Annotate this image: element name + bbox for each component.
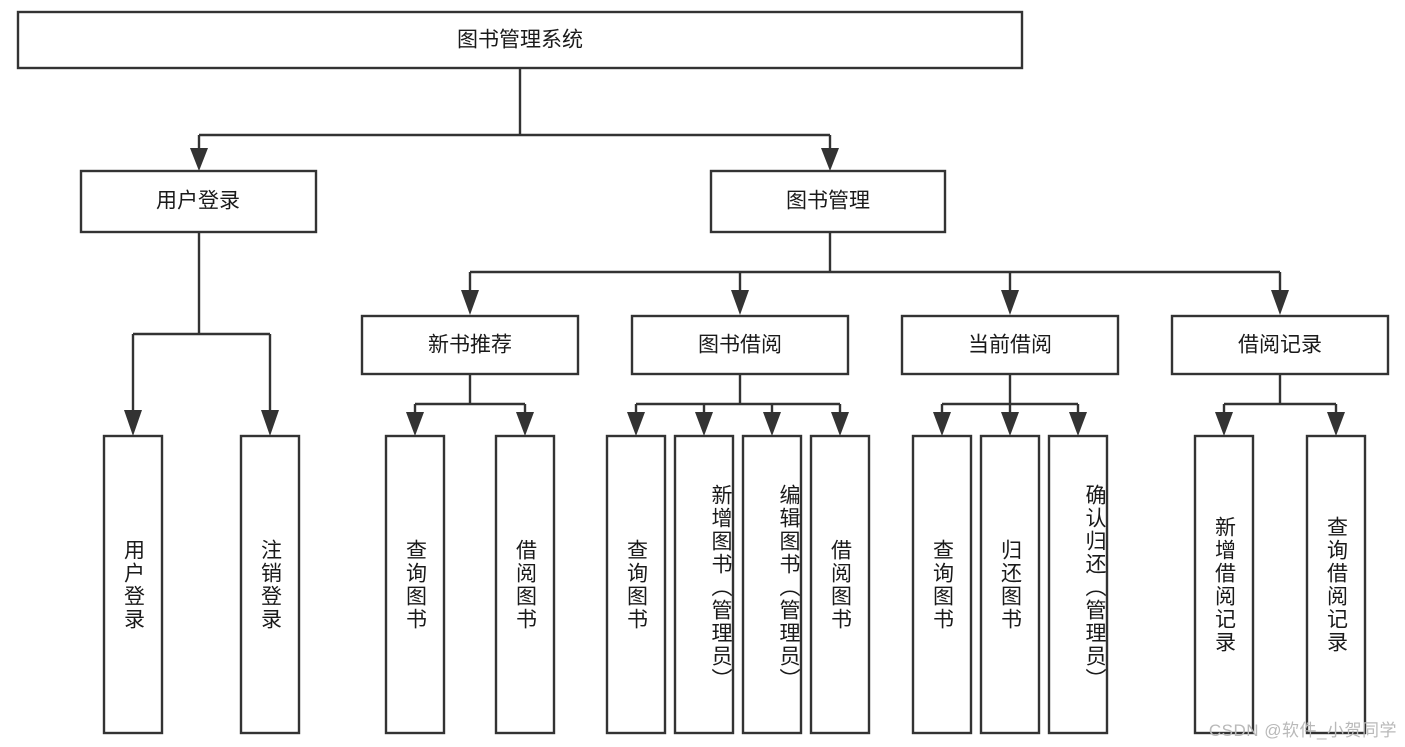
arrow-head-leaf-query-book-rec xyxy=(406,412,424,436)
arrow-head-leaf-add-record xyxy=(1215,412,1233,436)
arrow-head-leaf-borrow-book xyxy=(831,412,849,436)
node-book-borrow[interactable] xyxy=(630,314,850,376)
watermark: CSDN @软件_小贺同学 xyxy=(1208,721,1397,740)
node-current-borrow-label: 当前借阅 xyxy=(968,334,1052,357)
arrow-head-leaf-query-record xyxy=(1327,412,1345,436)
arrow-head-leaf-confirm-return xyxy=(1069,412,1087,436)
arrow-head-user-login xyxy=(190,148,208,171)
arrow-head-leaf-user-login xyxy=(124,410,142,436)
arrow-head-book-borrow xyxy=(731,290,749,315)
node-layer: 图书管理系统 用户登录 图书管理 新书推荐 图书借阅 当前借阅 借阅记录 xyxy=(16,10,1390,735)
arrow-head-leaf-borrow-book-rec xyxy=(516,412,534,436)
node-root-label: 图书管理系统 xyxy=(457,29,583,52)
node-new-book-rec-label: 新书推荐 xyxy=(428,334,512,357)
node-leaf-add-record[interactable] xyxy=(1193,434,1255,735)
node-leaf-add-book[interactable] xyxy=(673,434,735,735)
node-user-login-label: 用户登录 xyxy=(156,190,240,213)
node-book-manage-label: 图书管理 xyxy=(786,190,870,213)
arrow-head-leaf-user-logout xyxy=(261,410,279,436)
node-leaf-borrow-book[interactable] xyxy=(809,434,871,735)
node-leaf-user-logout[interactable] xyxy=(239,434,301,735)
arrow-head-leaf-query-book-current xyxy=(933,412,951,436)
arrow-head-borrow-record xyxy=(1271,290,1289,315)
node-leaf-return-book[interactable] xyxy=(979,434,1041,735)
node-leaf-edit-book[interactable] xyxy=(741,434,803,735)
node-leaf-user-login[interactable] xyxy=(102,434,164,735)
node-borrow-record-label: 借阅记录 xyxy=(1238,334,1322,357)
node-book-borrow-label: 图书借阅 xyxy=(698,334,782,357)
arrow-head-leaf-return-book xyxy=(1001,412,1019,436)
arrow-head-leaf-edit-book xyxy=(763,412,781,436)
arrow-head-leaf-query-book-borrow xyxy=(627,412,645,436)
node-borrow-record[interactable] xyxy=(1170,314,1390,376)
arrow-head-new-book-rec xyxy=(461,290,479,315)
connector-layer xyxy=(124,68,1345,436)
arrow-head-current-borrow xyxy=(1001,290,1019,315)
node-leaf-query-book-rec[interactable] xyxy=(384,434,446,735)
node-leaf-query-book-borrow[interactable] xyxy=(605,434,667,735)
node-new-book-rec[interactable] xyxy=(360,314,580,376)
node-leaf-confirm-return[interactable] xyxy=(1047,434,1109,735)
node-root[interactable] xyxy=(16,10,1024,70)
arrow-head-book-manage xyxy=(821,148,839,171)
node-user-login[interactable] xyxy=(79,169,318,234)
node-leaf-borrow-book-rec[interactable] xyxy=(494,434,556,735)
node-leaf-query-record[interactable] xyxy=(1305,434,1367,735)
node-book-manage[interactable] xyxy=(709,169,947,234)
node-current-borrow[interactable] xyxy=(900,314,1120,376)
node-leaf-query-book-current[interactable] xyxy=(911,434,973,735)
arrow-head-leaf-add-book xyxy=(695,412,713,436)
